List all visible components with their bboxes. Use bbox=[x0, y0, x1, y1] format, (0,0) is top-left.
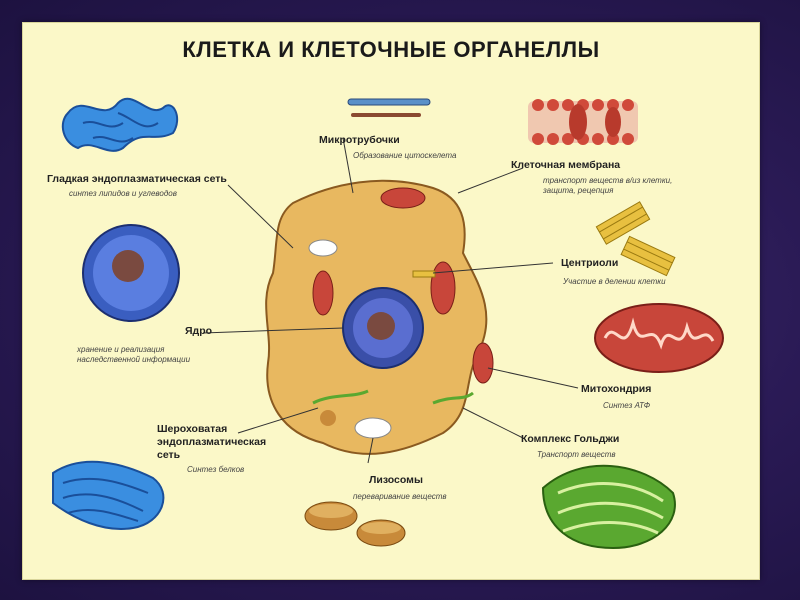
membrane-illustration bbox=[528, 99, 638, 145]
smooth-er-desc: синтез липидов и углеводов bbox=[69, 189, 177, 198]
centrioles-desc: Участие в делении клетки bbox=[563, 277, 666, 286]
smooth-er-illustration bbox=[61, 97, 179, 152]
nucleus-desc-2: наследственной информации bbox=[77, 355, 191, 364]
rough-er-label-3: сеть bbox=[157, 449, 181, 461]
rough-er-desc: Синтез белков bbox=[187, 465, 245, 474]
central-cell bbox=[265, 179, 494, 455]
membrane-desc-2: защита, рецепция bbox=[543, 186, 614, 195]
membrane-label: Клеточная мембрана bbox=[511, 159, 621, 171]
slide-frame: КЛЕТКА И КЛЕТОЧНЫЕ ОРГАНЕЛЛЫ Гладкая энд… bbox=[22, 22, 760, 580]
leader-lines bbox=[202, 137, 579, 464]
microtubules-label: Микротрубочки bbox=[319, 134, 400, 146]
golgi-label: Комплекс Гольджи bbox=[521, 433, 620, 445]
mitochondria-label: Митохондрия bbox=[581, 383, 652, 395]
centrioles-label: Центриоли bbox=[561, 257, 619, 269]
lysosome-illustration bbox=[304, 501, 406, 547]
microtubules-illustration bbox=[347, 98, 431, 117]
rough-er-illustration bbox=[52, 460, 165, 530]
mitochondrion-illustration bbox=[594, 303, 724, 373]
golgi-desc: Транспорт веществ bbox=[537, 450, 616, 459]
nucleus-desc-1: хранение и реализация bbox=[77, 345, 165, 354]
mitochondria-desc: Синтез АТФ bbox=[603, 401, 651, 410]
rough-er-label-2: эндоплазматическая bbox=[157, 436, 267, 448]
lysosomes-desc: переваривание веществ bbox=[353, 492, 447, 501]
nucleus-illustration bbox=[82, 224, 180, 322]
page-title: КЛЕТКА И КЛЕТОЧНЫЕ ОРГАНЕЛЛЫ bbox=[182, 37, 600, 62]
nucleus-label: Ядро bbox=[185, 325, 213, 337]
rough-er-label-1: Шероховатая bbox=[157, 423, 228, 435]
lysosomes-label: Лизосомы bbox=[369, 474, 423, 486]
cell-diagram bbox=[52, 97, 724, 550]
centrioles-illustration bbox=[595, 201, 676, 277]
microtubules-desc: Образование цитоскелета bbox=[353, 151, 457, 160]
membrane-desc-1: транспорт веществ в/из клетки, bbox=[543, 176, 673, 185]
golgi-illustration bbox=[541, 464, 676, 550]
smooth-er-label: Гладкая эндоплазматическая сеть bbox=[47, 173, 227, 185]
